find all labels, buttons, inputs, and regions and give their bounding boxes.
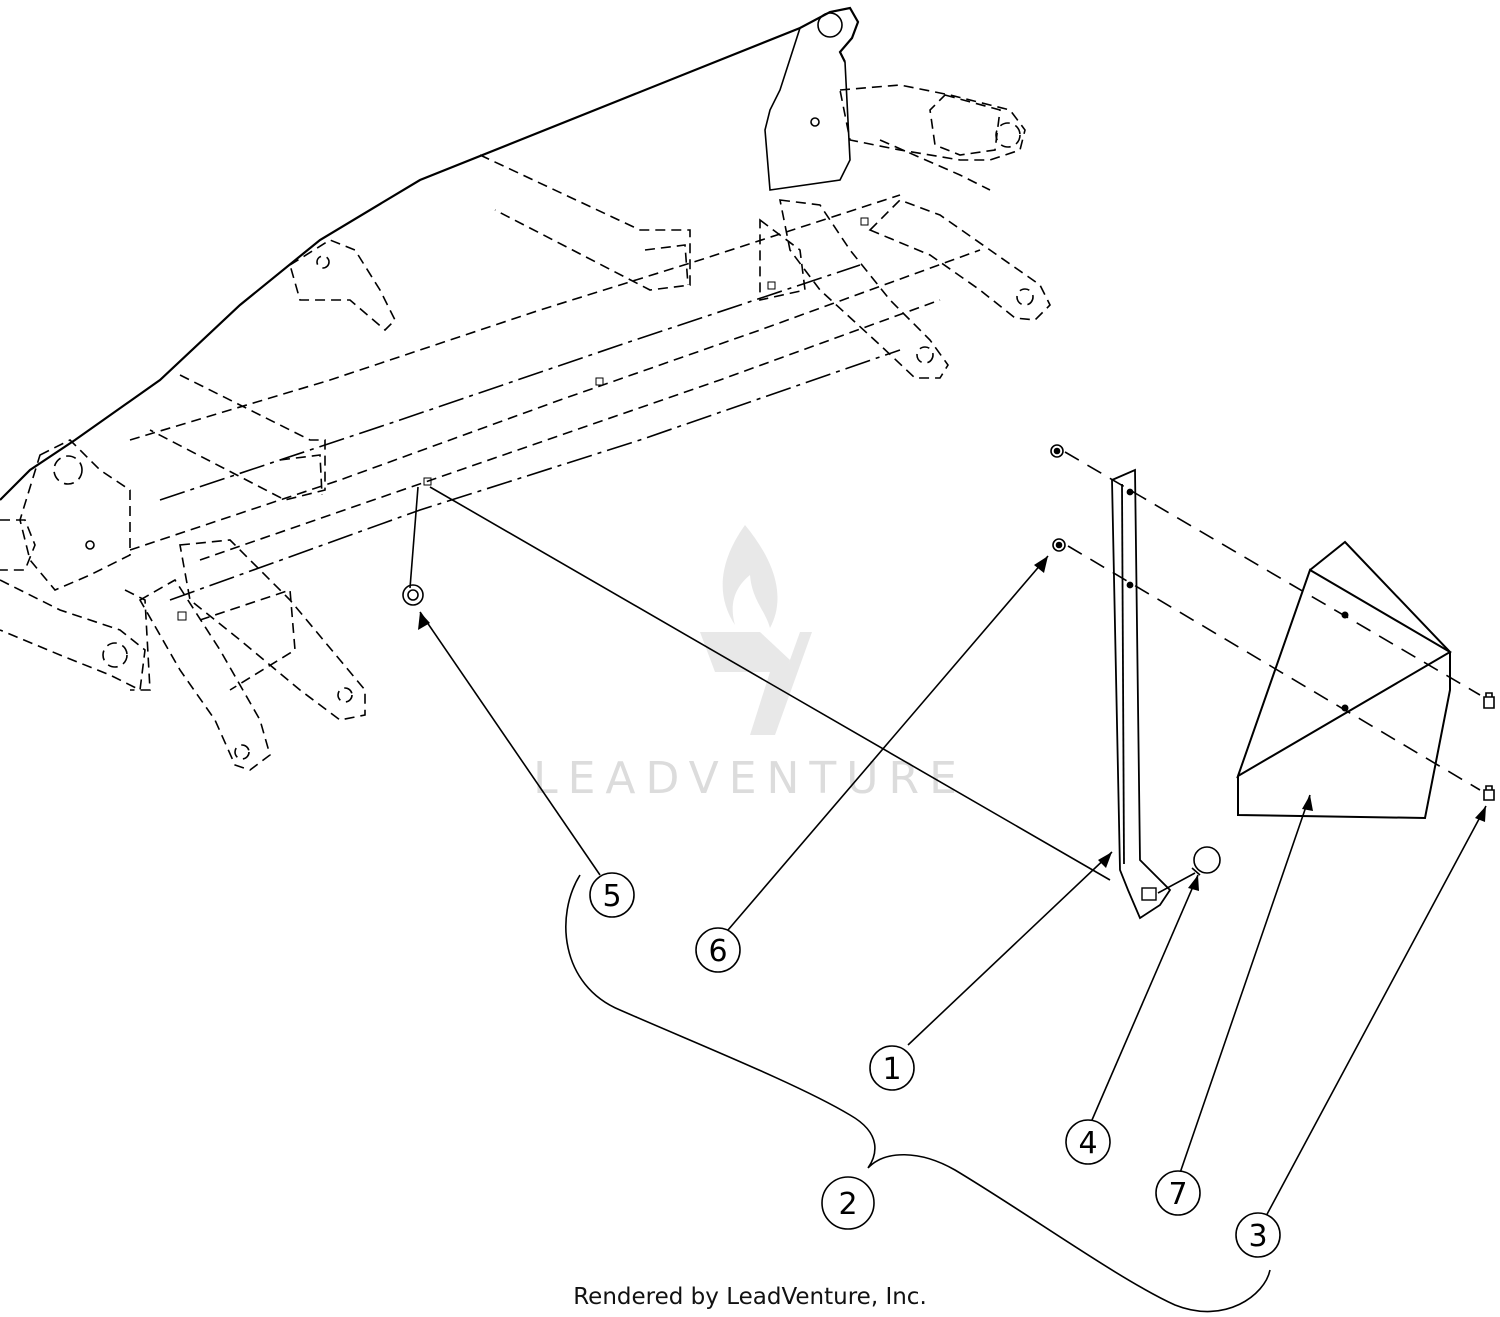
- arrowheads: [418, 556, 1486, 891]
- callout-5-label: 5: [602, 879, 621, 914]
- leader-lines: [419, 555, 1487, 1313]
- callout-3: 3: [1235, 1212, 1281, 1258]
- callout-2-label: 2: [838, 1187, 857, 1222]
- callout-5: 5: [589, 872, 635, 918]
- knob-part-4: [1157, 846, 1221, 894]
- callout-4-label: 4: [1078, 1126, 1097, 1161]
- callouts: 5 6 1 4 7 2 3: [589, 872, 1281, 1258]
- callout-1: 1: [869, 1045, 915, 1091]
- deck-frame: [0, 6, 1051, 771]
- nut-upper-icon: [1050, 444, 1064, 458]
- callout-7: 7: [1155, 1170, 1201, 1216]
- callout-6-label: 6: [708, 934, 727, 969]
- nut-lower-icon: [1052, 538, 1066, 552]
- hardware: [402, 444, 1495, 801]
- watermark-logo-icon: [700, 525, 812, 735]
- watermark-text: LEADVENTURE: [533, 753, 967, 804]
- callout-6: 6: [695, 927, 741, 973]
- footer-credit: Rendered by LeadVenture, Inc.: [573, 1284, 927, 1310]
- callout-1-label: 1: [882, 1052, 901, 1087]
- assembly-lines: [409, 451, 1481, 881]
- callout-3-label: 3: [1248, 1219, 1267, 1254]
- bolt-upper-icon: [1483, 692, 1495, 709]
- callout-7-label: 7: [1168, 1177, 1187, 1212]
- callout-4: 4: [1065, 1119, 1111, 1165]
- washer-icon: [402, 584, 424, 606]
- bolt-lower-icon: [1483, 785, 1495, 801]
- callout-2: 2: [821, 1176, 875, 1230]
- smv-sign-part-7: [1236, 540, 1452, 820]
- watermark: LEADVENTURE: [533, 525, 967, 804]
- bracket-part-1: [1111, 468, 1172, 920]
